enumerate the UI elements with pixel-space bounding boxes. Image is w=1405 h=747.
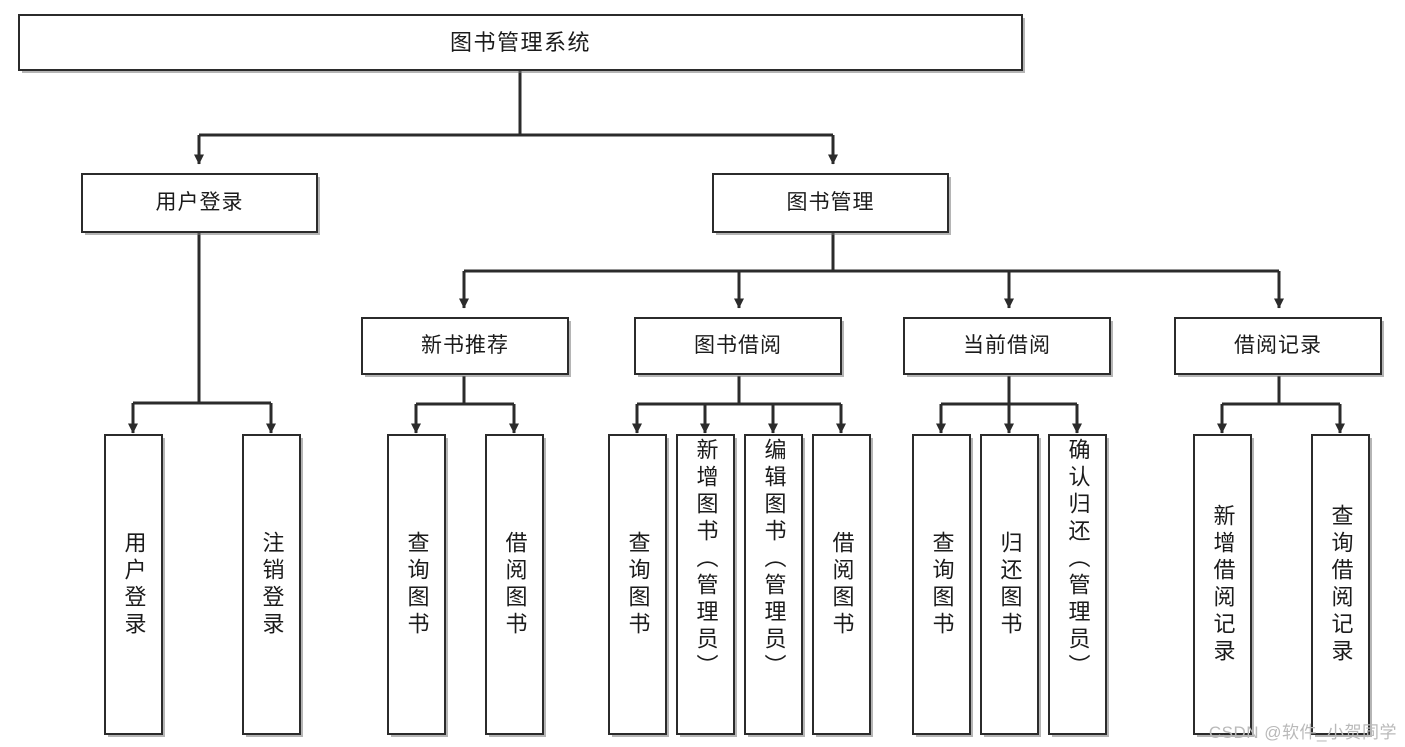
node-leaf-user-login[interactable]: 用户登录 — [104, 434, 163, 735]
node-new-book-rec-label: 新书推荐 — [421, 333, 509, 357]
node-leaf-return-book[interactable]: 归还图书 — [980, 434, 1039, 735]
node-leaf-logout[interactable]: 注销登录 — [242, 434, 301, 735]
node-leaf-add-record-label: 新增借阅记录 — [1210, 503, 1236, 666]
node-leaf-edit-book[interactable]: 编辑图书（管理员） — [744, 434, 803, 735]
node-login-label: 用户登录 — [155, 190, 244, 214]
node-book-borrow[interactable]: 图书借阅 — [634, 317, 842, 375]
node-borrow-record[interactable]: 借阅记录 — [1174, 317, 1382, 375]
node-borrow-record-label: 借阅记录 — [1234, 333, 1322, 357]
node-leaf-query-book-2-label: 查询图书 — [625, 530, 651, 639]
node-leaf-add-record[interactable]: 新增借阅记录 — [1193, 434, 1252, 735]
node-leaf-borrow-book-2-label: 借阅图书 — [829, 530, 855, 639]
node-leaf-query-book-1-label: 查询图书 — [404, 530, 430, 639]
watermark-text: CSDN @软件_小贺同学 — [1208, 723, 1397, 742]
node-root[interactable]: 图书管理系统 — [18, 14, 1023, 71]
node-leaf-confirm-return[interactable]: 确认归还（管理员） — [1048, 434, 1107, 735]
node-current-borrow[interactable]: 当前借阅 — [903, 317, 1111, 375]
node-book-borrow-label: 图书借阅 — [694, 333, 782, 357]
node-current-borrow-label: 当前借阅 — [963, 333, 1051, 357]
node-leaf-query-record-label: 查询借阅记录 — [1328, 503, 1354, 666]
node-leaf-query-book-1[interactable]: 查询图书 — [387, 434, 446, 735]
node-leaf-query-book-3-label: 查询图书 — [929, 530, 955, 639]
node-leaf-logout-label: 注销登录 — [259, 530, 285, 639]
node-book-manage[interactable]: 图书管理 — [712, 173, 949, 233]
node-leaf-borrow-book-2[interactable]: 借阅图书 — [812, 434, 871, 735]
node-leaf-borrow-book-1-label: 借阅图书 — [502, 530, 528, 639]
node-leaf-query-book-2[interactable]: 查询图书 — [608, 434, 667, 735]
node-book-manage-label: 图书管理 — [786, 190, 875, 214]
node-leaf-borrow-book-1[interactable]: 借阅图书 — [485, 434, 544, 735]
node-leaf-edit-book-label: 编辑图书（管理员） — [761, 438, 787, 681]
node-leaf-user-login-label: 用户登录 — [121, 530, 147, 639]
node-new-book-rec[interactable]: 新书推荐 — [361, 317, 569, 375]
node-leaf-return-book-label: 归还图书 — [997, 530, 1023, 639]
node-root-label: 图书管理系统 — [449, 29, 591, 55]
node-leaf-confirm-return-label: 确认归还（管理员） — [1065, 438, 1091, 681]
node-leaf-query-record[interactable]: 查询借阅记录 — [1311, 434, 1370, 735]
node-login[interactable]: 用户登录 — [81, 173, 318, 233]
node-leaf-add-book-label: 新增图书（管理员） — [693, 438, 719, 681]
node-leaf-add-book[interactable]: 新增图书（管理员） — [676, 434, 735, 735]
node-leaf-query-book-3[interactable]: 查询图书 — [912, 434, 971, 735]
